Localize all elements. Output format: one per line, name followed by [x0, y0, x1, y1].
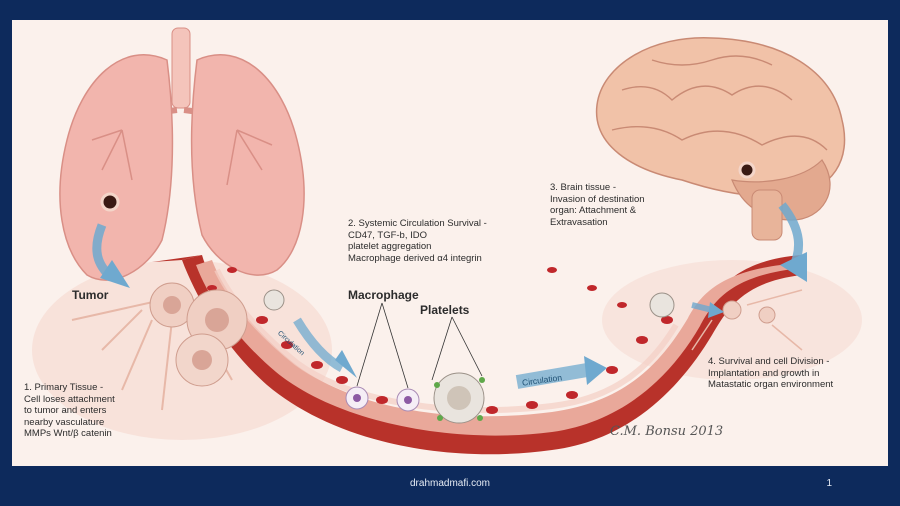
- slide-canvas: Tumor Macrophage Platelets 1. Primary Ti…: [12, 20, 888, 466]
- brain: [595, 37, 846, 241]
- step3-description: 3. Brain tissue - Invasion of destinatio…: [550, 182, 645, 228]
- step2-description: 2. Systemic Circulation Survival - CD47,…: [348, 218, 487, 264]
- flow-arrows: [92, 202, 807, 389]
- red-blood-cells: [207, 267, 673, 414]
- metastasis-illustration: [32, 27, 862, 455]
- page-number: 1: [826, 478, 832, 489]
- step1-description: 1. Primary Tissue - Cell loses attachmen…: [24, 382, 115, 439]
- lungs: [59, 27, 305, 281]
- primary-tumor-cells: [71, 282, 248, 411]
- footer-website: drahmadmafi.com: [409, 478, 491, 489]
- circulating-cells: [263, 289, 675, 424]
- step4-description: 4. Survival and cell Division - Implanta…: [708, 356, 834, 390]
- artist-signature: C.M. Bonsu 2013: [610, 424, 724, 439]
- macrophage-label: Macrophage: [348, 288, 419, 302]
- pointer-lines: [356, 302, 483, 389]
- tumor-label: Tumor: [72, 288, 109, 302]
- metastatic-cells: [691, 289, 803, 351]
- platelets-label: Platelets: [420, 303, 470, 317]
- slide-footer: drahmadmafi.com 1: [0, 470, 900, 506]
